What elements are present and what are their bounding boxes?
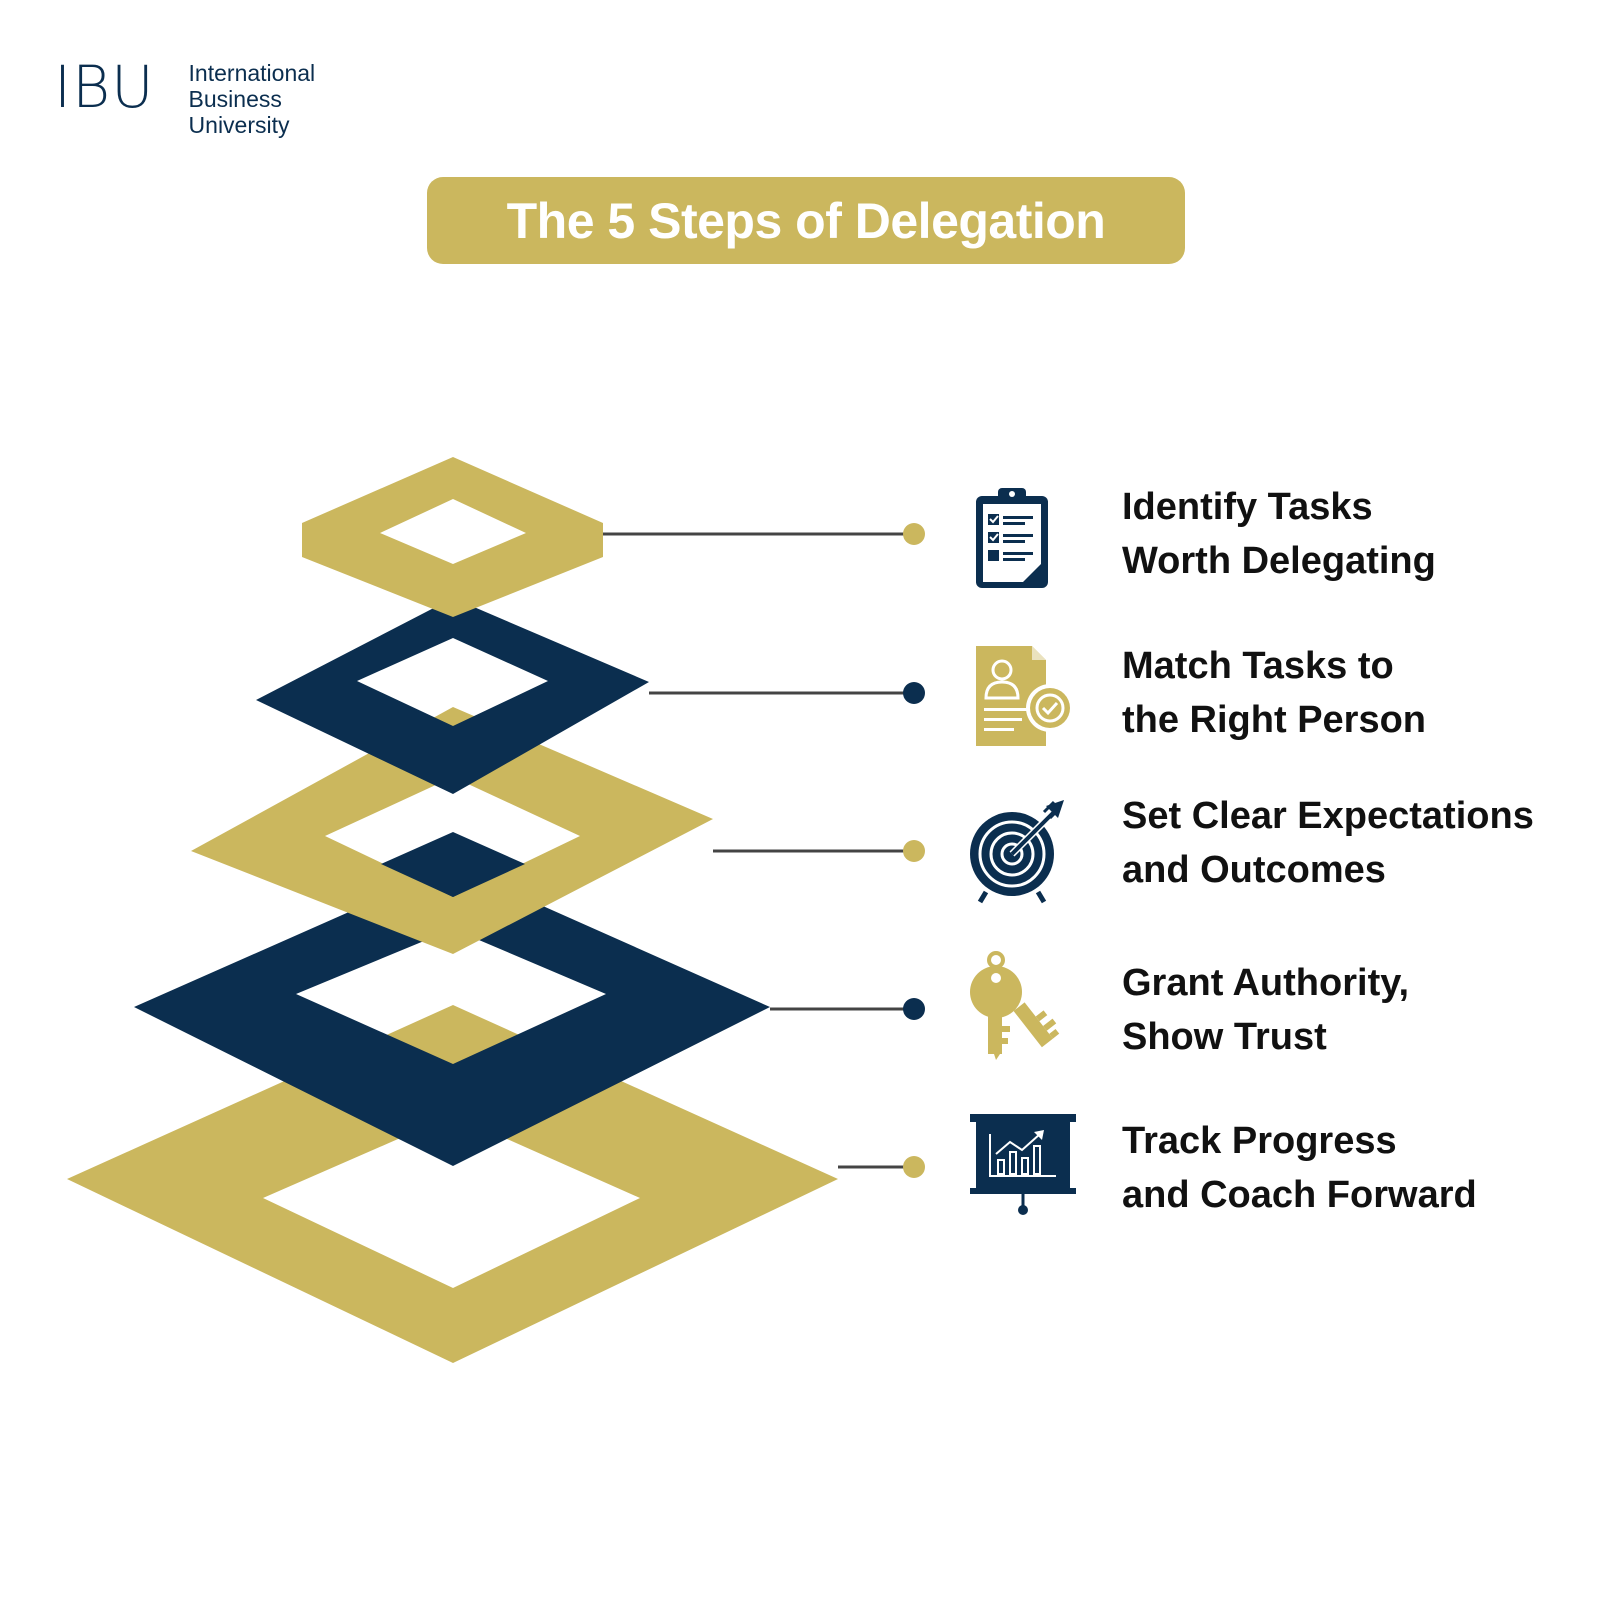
step-2-label: Match Tasks to the Right Person [1122,639,1426,747]
step-4-label: Grant Authority, Show Trust [1122,956,1409,1064]
pyramid-layer-3 [191,707,713,954]
logo-line-2: Business [188,86,282,112]
connector-dot-4 [903,998,925,1020]
connector-dot-1 [903,523,925,545]
step-1-label: Identify Tasks Worth Delegating [1122,480,1436,588]
step-2-line-1: Match Tasks to [1122,645,1394,687]
step-4-line-2: Show Trust [1122,1016,1327,1058]
step-1-line-1: Identify Tasks [1122,486,1373,528]
pyramid-layer-1 [302,457,603,617]
pyramid-layer-5 [67,1005,838,1363]
title-banner: The 5 Steps of Delegation [427,177,1185,264]
logo-wordmark: International Business University [189,60,316,138]
keys-icon [970,951,1060,1060]
profile-document-check-icon [976,646,1074,746]
step-1-line-2: Worth Delegating [1122,540,1436,582]
logo-line-3: University [188,112,290,138]
step-5-line-1: Track Progress [1122,1120,1397,1162]
step-5-line-2: and Coach Forward [1122,1174,1477,1216]
clipboard-checklist-icon [976,488,1048,588]
pyramid-layer-2 [256,598,649,794]
pyramid-layer-3-inner [381,832,525,897]
presentation-chart-icon [970,1114,1076,1215]
connector-dot-5 [903,1156,925,1178]
logo-mark: IBU [54,53,155,121]
connector-dot-2 [903,682,925,704]
pyramid-layer-4 [134,866,770,1166]
target-arrow-icon [970,800,1064,904]
logo-line-1: International [188,60,316,86]
step-2-line-2: the Right Person [1122,699,1427,741]
step-5-label: Track Progress and Coach Forward [1122,1114,1477,1222]
ibu-logo: IBU International Business University [54,58,315,138]
step-3-line-2: and Outcomes [1122,849,1386,891]
step-4-line-1: Grant Authority, [1122,962,1410,1004]
connector-dot-3 [903,840,925,862]
page-title: The 5 Steps of Delegation [506,192,1106,249]
connectors [603,523,925,1178]
step-3-line-1: Set Clear Expectations [1122,795,1534,837]
step-3-label: Set Clear Expectations and Outcomes [1122,789,1534,897]
